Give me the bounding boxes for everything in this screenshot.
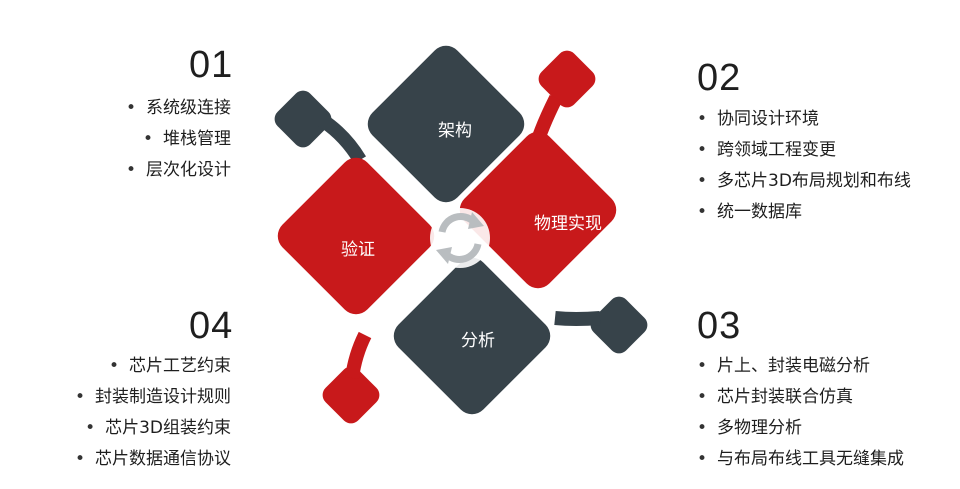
list-item: 多物理分析 xyxy=(697,413,904,444)
small-diamond-bottom-left xyxy=(322,366,380,424)
list-item: 芯片封装联合仿真 xyxy=(697,382,904,413)
section-01-list: 系统级连接 堆栈管理 层次化设计 xyxy=(126,93,231,186)
list-item: 协同设计环境 xyxy=(697,104,911,135)
label-physical-implementation: 物理实现 xyxy=(534,214,602,234)
section-01-number: 01 xyxy=(189,44,234,86)
section-03-number: 03 xyxy=(697,305,742,347)
diamond-physical-implementation xyxy=(459,131,617,289)
cycle-icon xyxy=(430,208,490,268)
section-02-number: 02 xyxy=(697,57,742,99)
section-04-number: 04 xyxy=(189,305,234,347)
list-item: 统一数据库 xyxy=(697,197,911,228)
small-diamond-bottom-right xyxy=(590,296,648,354)
section-03-list: 片上、封装电磁分析 芯片封装联合仿真 多物理分析 与布局布线工具无缝集成 xyxy=(697,351,904,475)
label-verification: 验证 xyxy=(341,240,375,260)
list-item: 系统级连接 xyxy=(126,93,231,124)
diamond-architecture xyxy=(367,45,525,203)
list-item: 片上、封装电磁分析 xyxy=(697,351,904,382)
list-item: 芯片工艺约束 xyxy=(75,351,231,382)
small-diamond-top-right xyxy=(538,50,596,108)
list-item: 堆栈管理 xyxy=(126,124,231,155)
list-item: 芯片3D组装约束 xyxy=(75,413,231,444)
list-item: 芯片数据通信协议 xyxy=(75,444,231,475)
label-architecture: 架构 xyxy=(438,121,472,141)
diamond-analysis xyxy=(393,257,551,415)
list-item: 层次化设计 xyxy=(126,155,231,186)
diamond-verification xyxy=(277,157,435,315)
section-02-list: 协同设计环境 跨领域工程变更 多芯片3D布局规划和布线 统一数据库 xyxy=(697,104,911,228)
list-item: 多芯片3D布局规划和布线 xyxy=(697,166,911,197)
list-item: 封装制造设计规则 xyxy=(75,382,231,413)
label-analysis: 分析 xyxy=(461,331,495,351)
list-item: 跨领域工程变更 xyxy=(697,135,911,166)
small-diamond-top-left xyxy=(274,90,332,148)
list-item: 与布局布线工具无缝集成 xyxy=(697,444,904,475)
section-04-list: 芯片工艺约束 封装制造设计规则 芯片3D组装约束 芯片数据通信协议 xyxy=(75,351,231,475)
